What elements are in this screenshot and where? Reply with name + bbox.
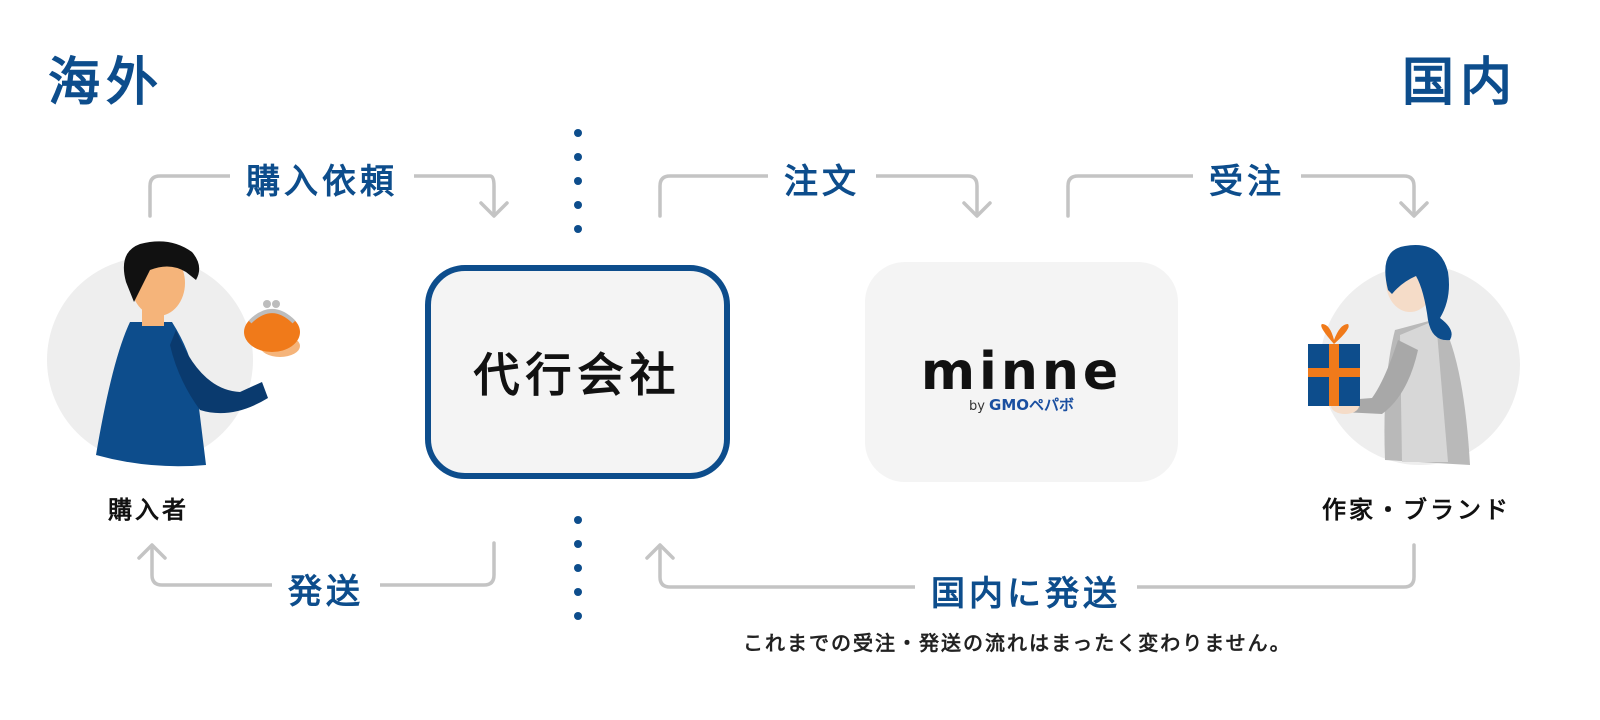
dotted-divider-top [574,129,582,233]
buyer-illustration [47,241,300,467]
flow-note: これまでの受注・発送の流れはまったく変わりません。 [743,631,1292,655]
arrowhead-domestic-shipping [645,543,675,560]
arrowhead-receive-order [1399,201,1429,218]
arrowhead-purchase-request [479,201,509,218]
minne-sub-by: by [968,399,985,414]
region-domestic-label: 国内 [1402,53,1519,113]
flow-label-purchase-request: 購入依頼 [230,154,414,203]
minne-logo: minne [920,342,1123,402]
region-overseas-label: 海外 [48,53,165,113]
minne-sub-brand: GMOペパボ [989,396,1075,414]
flow-label-order: 注文 [768,154,876,203]
minne-platform-box: minne by GMOペパボ [865,262,1178,482]
flow-label-shipping: 発送 [272,564,380,613]
arrowhead-shipping [137,543,167,560]
creator-label: 作家・ブランド [1322,496,1511,524]
flow-label-receive-order: 受注 [1193,154,1301,203]
agent-company-label: 代行会社 [473,348,682,402]
flow-label-domestic-shipping: 国内に発送 [915,566,1137,615]
dotted-divider-bottom [574,516,582,620]
arrowhead-order [962,201,992,218]
minne-logo-sub: by GMOペパボ [865,394,1178,415]
agent-company-box: 代行会社 [425,265,730,479]
buyer-label: 購入者 [108,496,189,524]
creator-illustration [1308,245,1520,465]
